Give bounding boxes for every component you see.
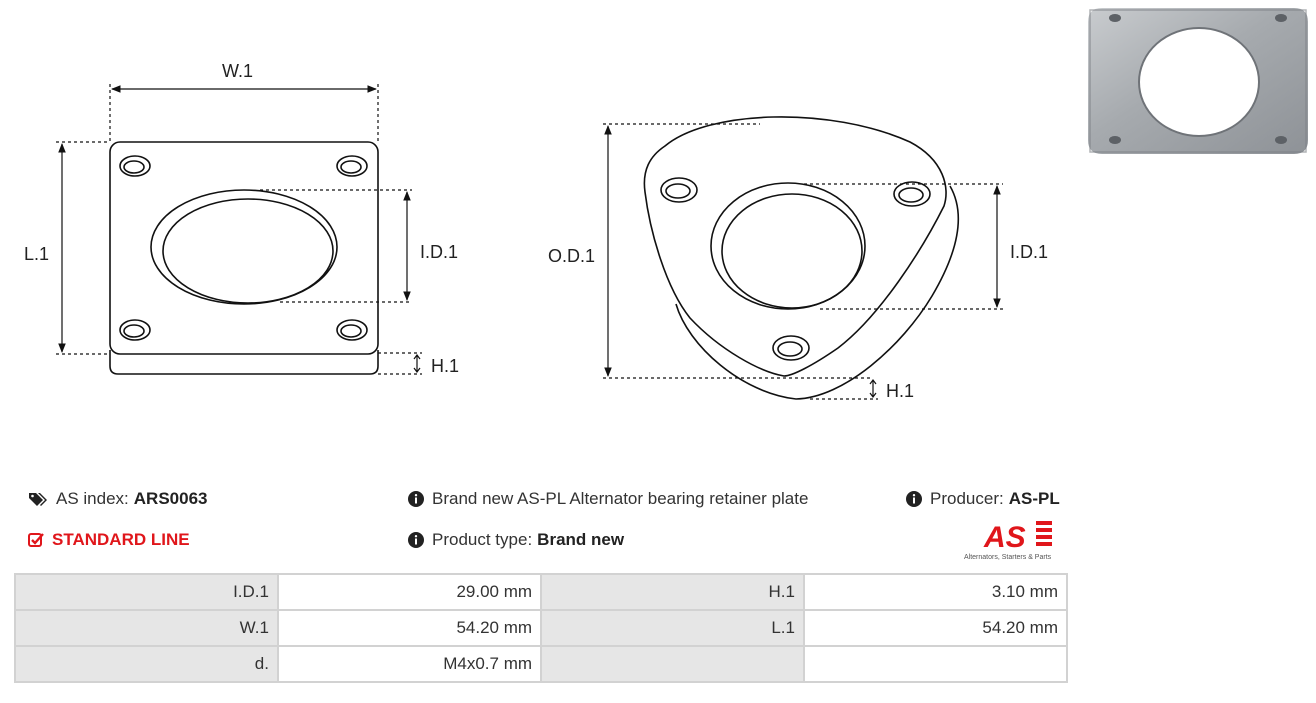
l1-label: L.1 [24, 244, 49, 264]
spec-label: W.1 [14, 609, 279, 647]
spec-value: M4x0.7 mm [276, 645, 543, 683]
product-type: Product type: Brand new [408, 530, 624, 550]
round-plate-drawing [643, 116, 960, 400]
table-row: W.1 54.20 mm L.1 54.20 mm [14, 609, 1069, 647]
as-pl-logo: AS Alternators, Starters & Parts [964, 521, 1052, 561]
info-circle-icon [408, 491, 424, 507]
spec-value [802, 645, 1069, 683]
w1-label: W.1 [222, 61, 253, 81]
spec-label: L.1 [540, 609, 805, 647]
check-square-icon [28, 533, 44, 547]
h1-label-square: H.1 [431, 356, 459, 376]
producer-label: Producer: [930, 489, 1004, 508]
as-index: AS index: ARS0063 [28, 489, 207, 509]
spec-label [540, 645, 805, 683]
specs-table: I.D.1 29.00 mm H.1 3.10 mm W.1 54.20 mm … [14, 573, 1069, 683]
logo-tagline: Alternators, Starters & Parts [964, 554, 1052, 561]
technical-drawing: W.1 L.1 I.D.1 H.1 O.D.1 I.D.1 H.1 [24, 61, 1048, 401]
producer: Producer: AS-PL [906, 489, 1060, 509]
product-photo [1088, 8, 1308, 154]
standard-line-badge: STANDARD LINE [28, 530, 190, 550]
info-circle-icon [408, 532, 424, 548]
spec-value: 54.20 mm [802, 609, 1069, 647]
round-plate-dimensions [603, 123, 1003, 400]
od1-label: O.D.1 [548, 246, 595, 266]
spec-value: 29.00 mm [276, 573, 543, 611]
spec-value: 54.20 mm [276, 609, 543, 647]
product-type-label: Product type: [432, 530, 533, 549]
square-plate-drawing [109, 141, 379, 375]
table-row: I.D.1 29.00 mm H.1 3.10 mm [14, 573, 1069, 611]
tags-icon [29, 493, 47, 506]
product-type-value: Brand new [537, 530, 625, 549]
as-index-label: AS index: [56, 489, 129, 508]
id1-label-square: I.D.1 [420, 242, 458, 262]
as-index-value: ARS0063 [133, 489, 208, 508]
info-circle-icon [906, 491, 922, 507]
spec-label: d. [14, 645, 279, 683]
table-row: d. M4x0.7 mm [14, 645, 1069, 683]
id1-label-round: I.D.1 [1010, 242, 1048, 262]
h1-label-round: H.1 [886, 381, 914, 401]
square-plate-dimensions [56, 84, 422, 375]
logo-mark: AS [983, 521, 1026, 554]
spec-label: H.1 [540, 573, 805, 611]
product-description: Brand new AS-PL Alternator bearing retai… [408, 489, 808, 509]
standard-line-text: STANDARD LINE [52, 530, 190, 549]
producer-value: AS-PL [1008, 489, 1060, 508]
spec-value: 3.10 mm [802, 573, 1069, 611]
spec-label: I.D.1 [14, 573, 279, 611]
description-text: Brand new AS-PL Alternator bearing retai… [432, 489, 809, 508]
